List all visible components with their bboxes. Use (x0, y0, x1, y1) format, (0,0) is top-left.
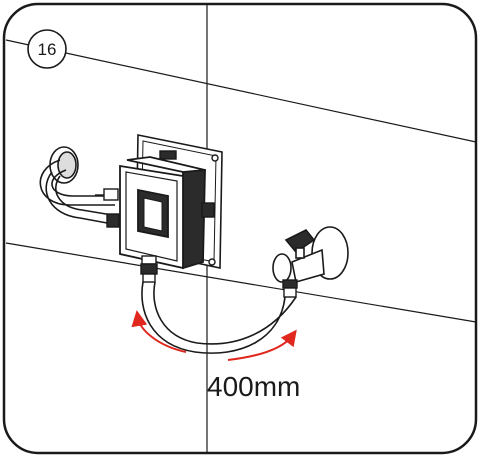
control-box-top (126, 156, 206, 173)
valve-body (291, 248, 325, 284)
step-badge-circle (27, 29, 67, 69)
length-arrow-right (227, 329, 297, 361)
step-badge: 16 (27, 29, 67, 69)
connecting-hose (141, 281, 297, 354)
hose-length-label: 400mm (207, 371, 300, 402)
step-number: 16 (38, 40, 57, 59)
control-box (119, 156, 206, 270)
length-arrows (131, 310, 297, 361)
grid-line-top (5, 39, 477, 143)
valve-handle (284, 228, 316, 254)
control-box-side (182, 169, 206, 270)
valve-outlet-fitting (282, 279, 298, 298)
control-box-window-pane (143, 197, 163, 232)
control-box-front-inner (125, 171, 178, 262)
length-arrow-left (131, 310, 187, 353)
hose-left-lower (45, 171, 119, 226)
box-fittings (159, 150, 219, 266)
hose-fittings (95, 188, 120, 228)
angle-valve (272, 226, 349, 284)
grid-line-bottom (5, 242, 477, 323)
box-outlet-fitting (140, 255, 158, 283)
